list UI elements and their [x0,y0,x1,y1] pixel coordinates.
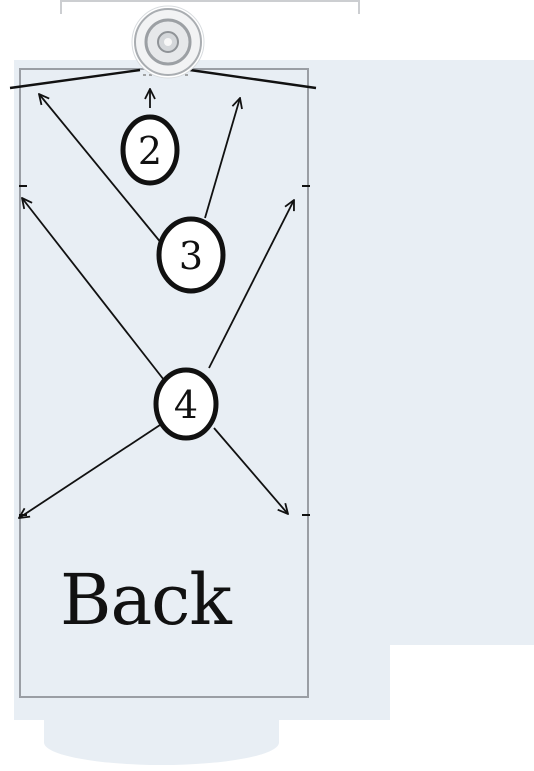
arrow-3-left [39,94,163,245]
marker-4-label: 4 [174,383,198,427]
top-edge-lines [9,68,317,90]
arrow-4-lower-left [19,424,161,518]
arrow-4-upper-left [22,198,165,381]
arrows [19,89,294,518]
arrow-3-right [204,98,240,219]
marker-4: 4 [153,367,219,441]
background-area-tail [44,690,279,765]
panel-label: Back [60,559,232,641]
top-edge-line-right [189,68,317,90]
marker-3: 3 [156,216,226,294]
marker-3-label: 3 [179,234,203,278]
previous-panel-edge [60,0,360,14]
button-pin-icon [131,5,205,79]
top-edge-line-left [9,68,141,90]
marker-2: 2 [120,114,180,186]
arrow-4-upper-right [208,200,294,369]
arrow-4-lower-right [213,427,288,514]
marker-2-label: 2 [138,129,162,173]
